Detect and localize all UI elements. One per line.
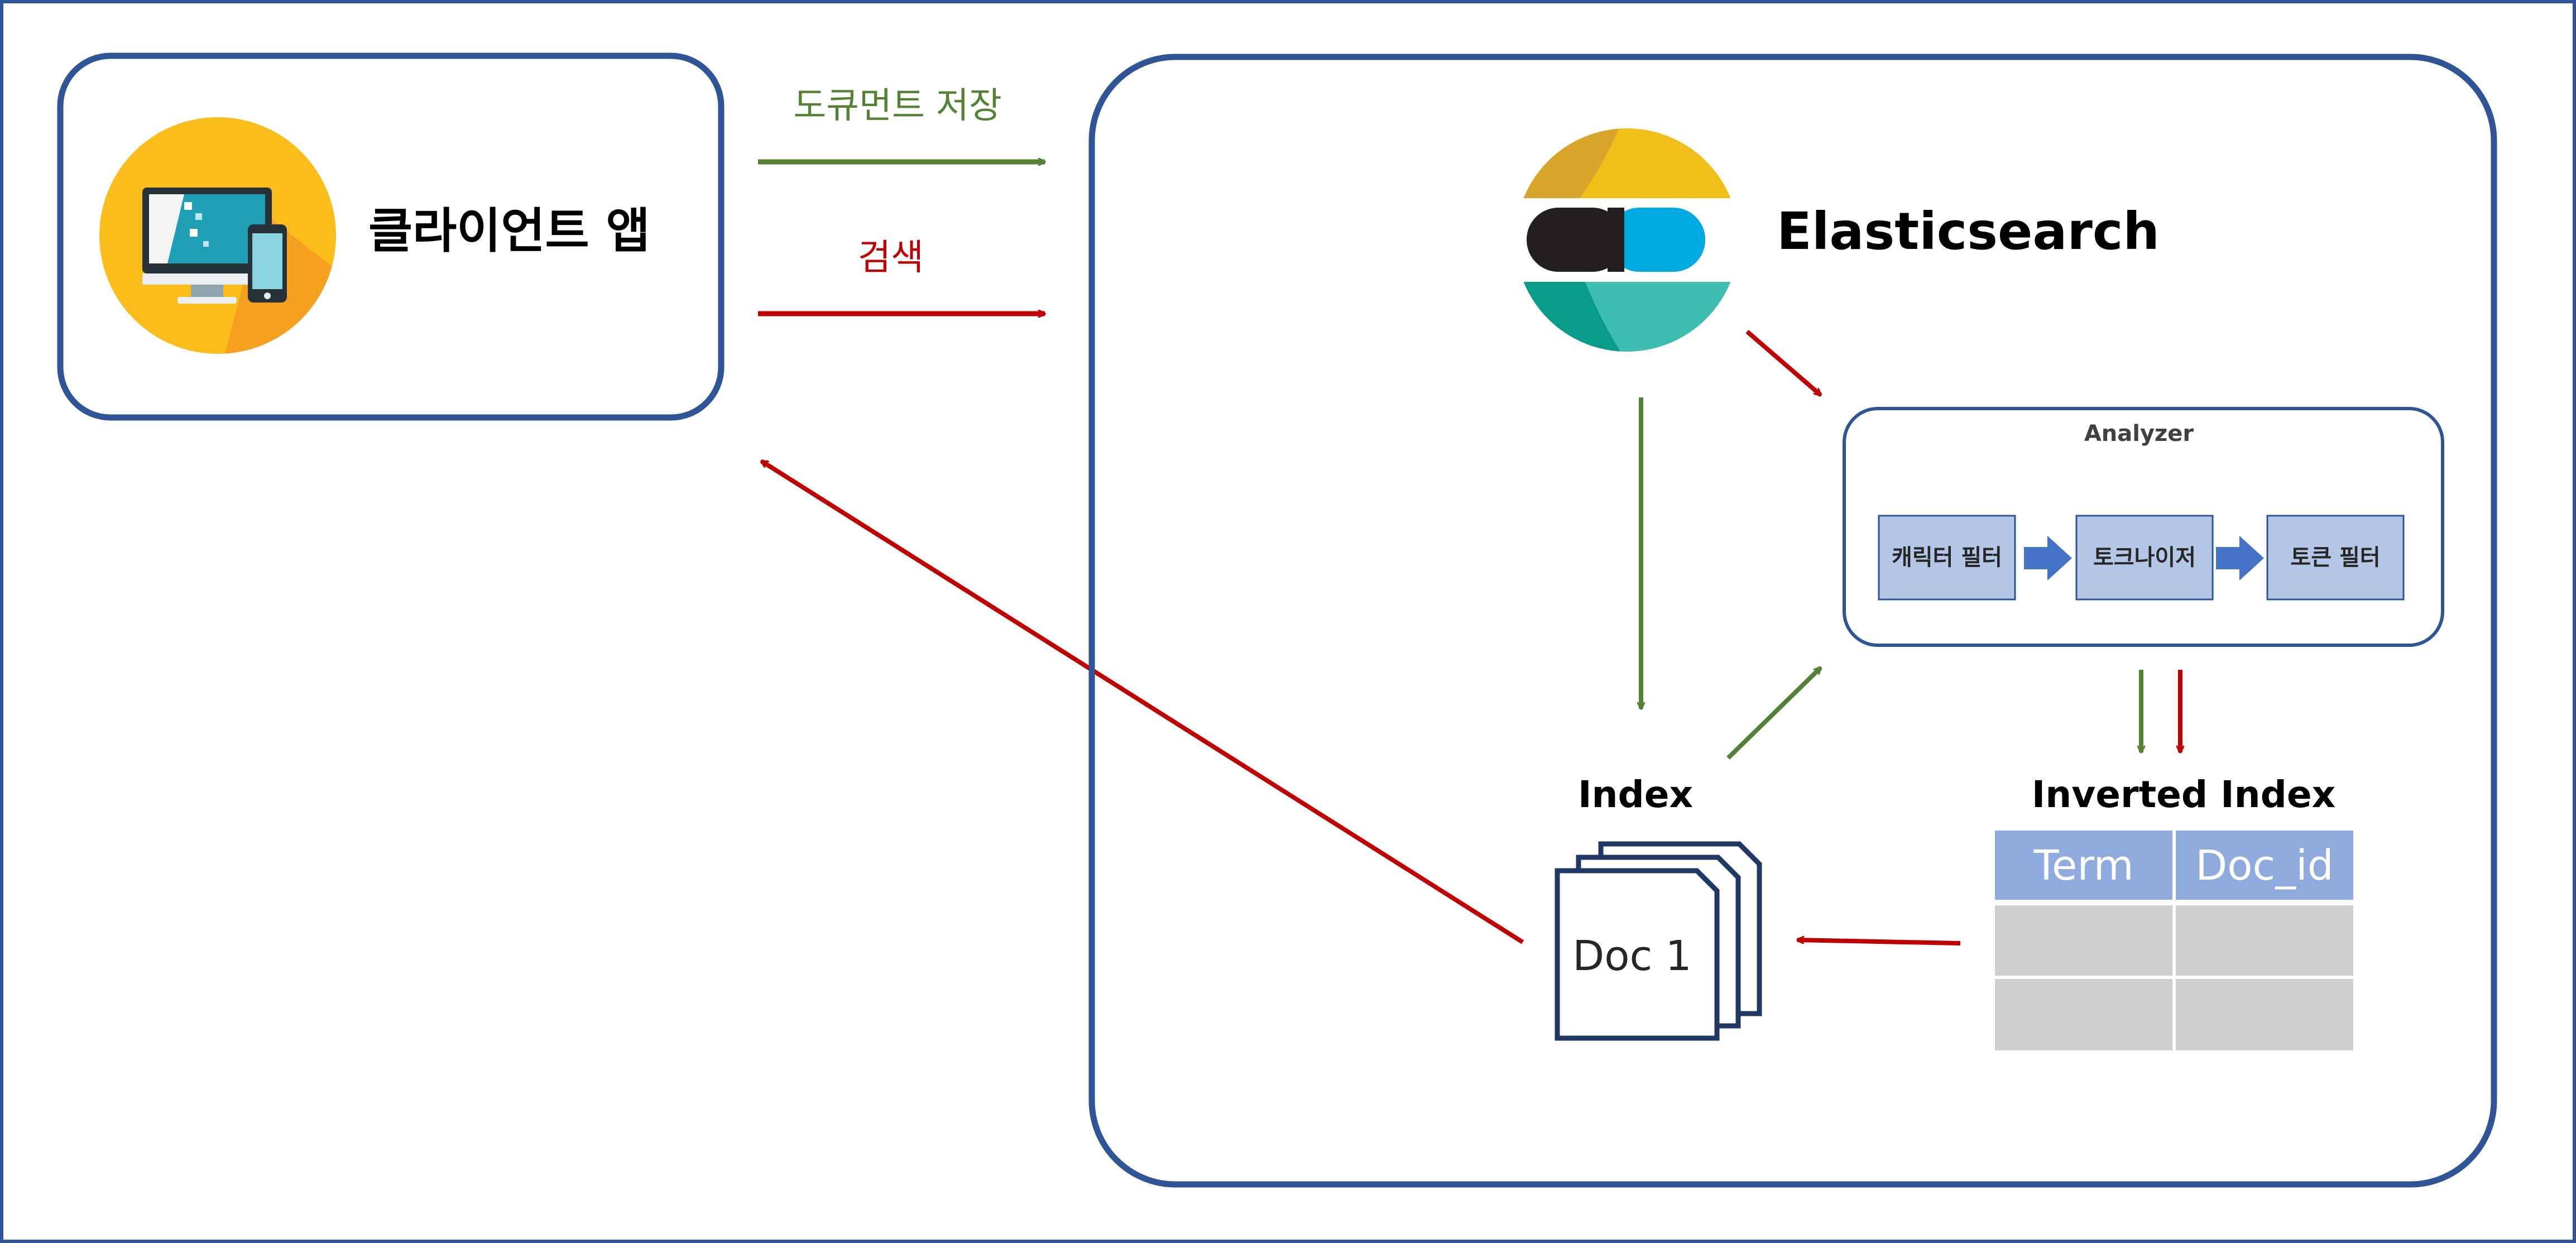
result-return-arrow — [761, 459, 1524, 944]
search-label: 검색 — [858, 237, 924, 279]
client-app-title: 클라이언트 앱 — [368, 203, 650, 259]
table-cell — [2176, 905, 2353, 976]
elasticsearch-title: Elasticsearch — [1777, 201, 2160, 261]
table-cell — [1995, 905, 2172, 976]
tokenizer-step — [2075, 515, 2214, 601]
token-filter-step — [2266, 515, 2405, 601]
document-stack-icon — [1555, 841, 1762, 1041]
doc-1-label: Doc 1 — [1572, 932, 1692, 980]
column-doc-id-label: Doc_id — [2195, 842, 2333, 890]
index-to-analyzer-arrow — [1726, 668, 1821, 760]
inverted-index-title: Inverted Index — [2032, 773, 2336, 816]
index-title: Index — [1578, 773, 1693, 816]
analyzer-step-arrow-icon — [2216, 536, 2264, 580]
analyzer-box: Analyzer 캐릭터 필터 토크나이저 토큰 필터 — [1843, 407, 2444, 647]
table-header-term — [1995, 831, 2172, 900]
store-document-label: 도큐먼트 저장 — [793, 85, 1002, 127]
table-header-doc-id — [2176, 831, 2353, 900]
char-filter-label: 캐릭터 필터 — [1892, 545, 2002, 570]
analyzer-step-arrow-icon — [2024, 536, 2072, 580]
elasticsearch-border — [1088, 54, 2497, 1188]
table-cell — [1995, 979, 2172, 1050]
elasticsearch-box: Elasticsearch Analyzer 캐릭터 필터 토크나이저 토큰 필… — [1088, 54, 2497, 1188]
client-device-icon — [99, 117, 336, 354]
inverted-index-section: Inverted Index Term Doc_id — [1995, 773, 2353, 1050]
table-cell — [2176, 979, 2353, 1050]
analyzer-title: Analyzer — [2084, 421, 2194, 447]
token-filter-label: 토큰 필터 — [2290, 545, 2380, 570]
column-term-label: Term — [2033, 842, 2133, 890]
client-app-box: 클라이언트 앱 — [57, 52, 725, 421]
char-filter-step — [1878, 515, 2016, 601]
index-section: Index Doc 1 — [1555, 773, 1762, 1041]
es-to-analyzer-arrow — [1745, 329, 1821, 397]
inverted-index-to-doc-arrow — [1797, 940, 1961, 946]
tokenizer-label: 토크나이저 — [2093, 545, 2196, 570]
store-document-arrow: 도큐먼트 저장 — [758, 85, 1045, 162]
inverted-index-table: Term Doc_id — [1995, 831, 2353, 1050]
search-arrow: 검색 — [758, 237, 1045, 314]
